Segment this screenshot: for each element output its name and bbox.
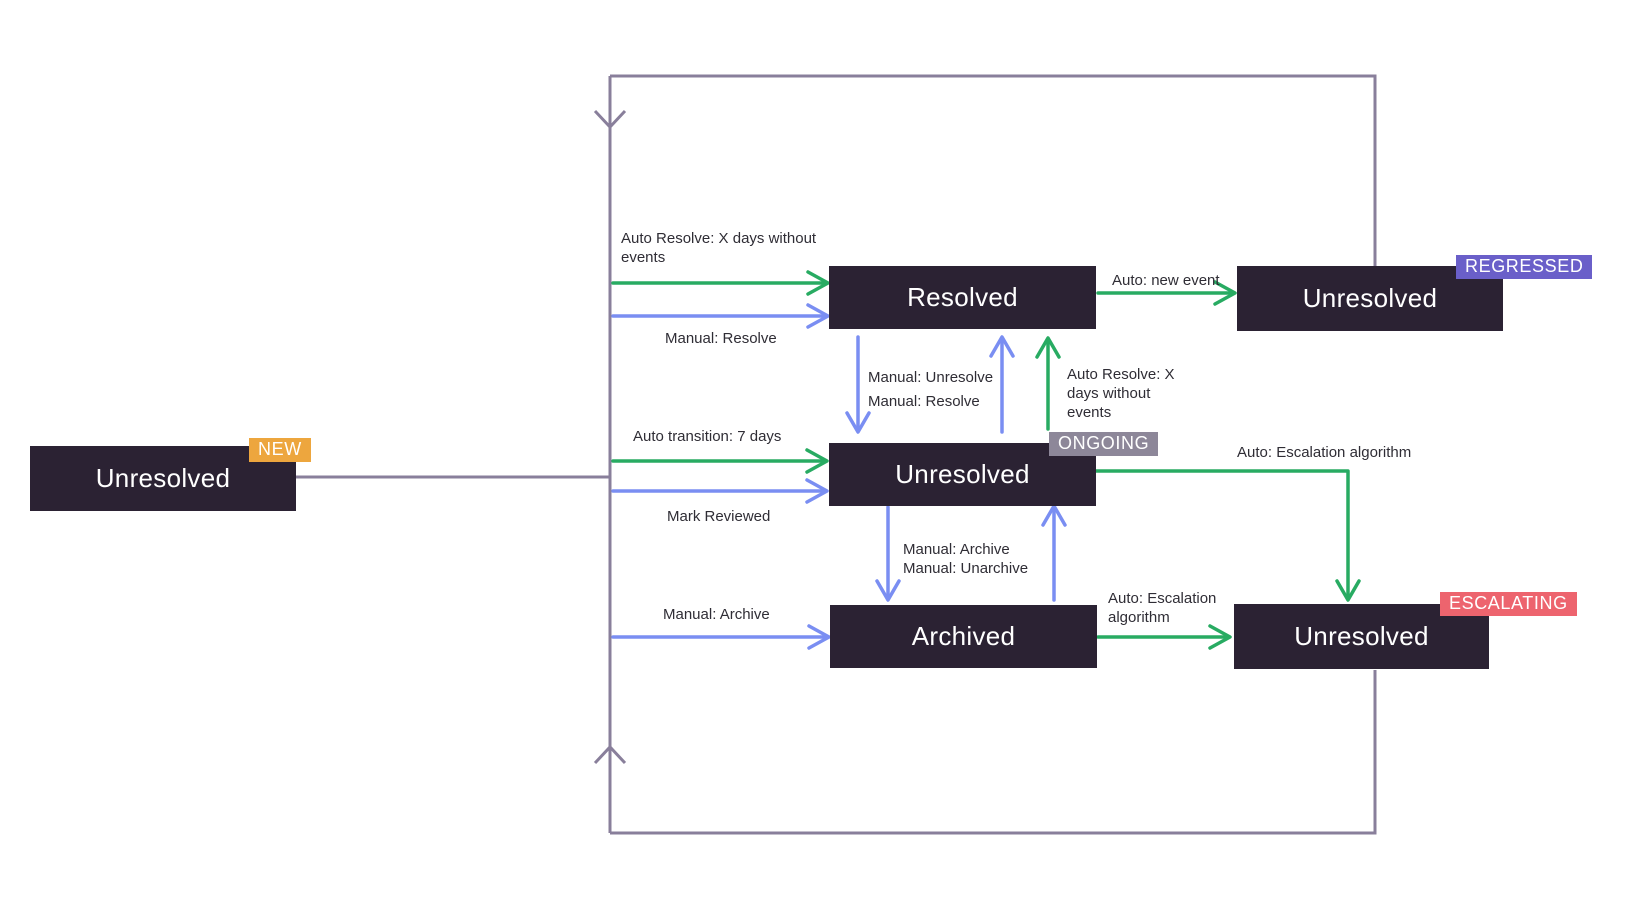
- edge-label-auto-escalation-top: Auto: Escalation algorithm: [1237, 444, 1412, 461]
- spine-up-arrowhead-icon: [593, 744, 627, 765]
- status-badge-new: NEW: [249, 438, 311, 462]
- arrow-auto-resolve-mid-up: [1035, 336, 1061, 431]
- edge-label-auto-resolve-mid: Auto Resolve: X days without events: [1067, 366, 1175, 421]
- edge-label-manual-archive-unarchive: Manual: Archive Manual: Unarchive: [903, 541, 1029, 577]
- arrow-mark-reviewed: [611, 478, 829, 504]
- arrow-manual-archive-left: [611, 624, 831, 650]
- edge-label-auto-transition: Auto transition: 7 days: [633, 428, 782, 445]
- edge-label-manual-unresolve-resolve: Manual: Unresolve Manual: Resolve: [868, 369, 994, 410]
- edge-label-manual-archive: Manual: Archive: [663, 606, 770, 623]
- status-badge-regressed: REGRESSED: [1456, 255, 1593, 279]
- status-badge-ongoing: ONGOING: [1049, 432, 1159, 456]
- status-badge-escalating: ESCALATING: [1440, 592, 1577, 616]
- arrow-auto-escalation-from-ongoing: [1094, 469, 1361, 602]
- state-node-label: Unresolved: [1302, 283, 1438, 313]
- state-node-label: Unresolved: [95, 463, 231, 493]
- regressed-feedback-line: [610, 74, 1377, 266]
- arrow-auto-escalation-from-archived: [1096, 624, 1232, 650]
- edge-label-auto-new-event: Auto: new event: [1112, 272, 1220, 289]
- spine-down-arrowhead-icon: [593, 109, 627, 130]
- state-node-resolved: Resolved: [829, 266, 1096, 329]
- edge-label-auto-resolve: Auto Resolve: X days without events: [621, 230, 817, 266]
- edge-label-manual-resolve: Manual: Resolve: [665, 330, 777, 347]
- arrow-manual-archive-down: [875, 505, 901, 602]
- state-node-label: Unresolved: [895, 459, 1030, 489]
- loop-path: [296, 74, 1377, 835]
- edge-label-auto-escalation-bottom: Auto: Escalation algorithm: [1108, 590, 1217, 626]
- arrow-auto-new-event: [1096, 280, 1237, 306]
- arrow-manual-resolve-top: [611, 303, 830, 329]
- escalating-feedback-line: [610, 670, 1377, 835]
- state-node-label: Resolved: [907, 282, 1018, 312]
- state-node-archived: Archived: [830, 605, 1097, 668]
- arrow-manual-unresolve-down: [845, 335, 871, 434]
- arrow-auto-transition: [611, 448, 829, 474]
- edge-label-mark-reviewed: Mark Reviewed: [667, 508, 771, 525]
- arrow-manual-resolve-up: [989, 335, 1015, 434]
- state-node-label: Unresolved: [1294, 621, 1429, 651]
- state-node-label: Archived: [911, 621, 1016, 651]
- arrow-auto-resolve-top: [611, 270, 830, 296]
- arrow-manual-unarchive-up: [1041, 504, 1067, 602]
- state-node-unresolved-new: Unresolved: [30, 446, 296, 511]
